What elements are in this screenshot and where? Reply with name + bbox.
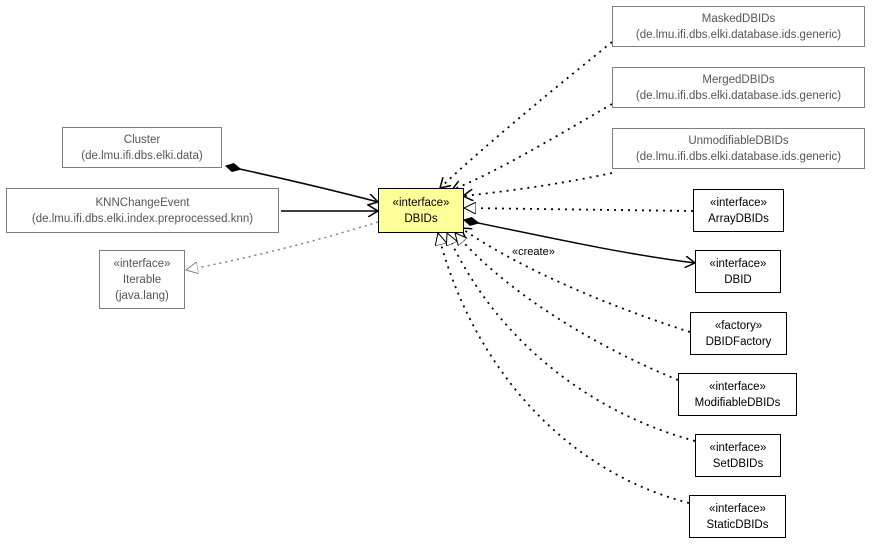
edge-modifiable-dbids [455, 233, 679, 381]
modifiable-dbids-node[interactable]: «interface» ModifiableDBIDs [678, 373, 797, 416]
knn-change-event-name: KNNChangeEvent [95, 196, 190, 209]
dbid-factory-node[interactable]: «factory» DBIDFactory [690, 312, 787, 355]
dbids-node[interactable]: «interface» DBIDs [378, 188, 464, 233]
edge-merged-dbids [452, 103, 613, 190]
cluster-name: Cluster [123, 133, 161, 146]
dbid-name: DBID [724, 273, 752, 286]
dbid-factory-name: DBIDFactory [705, 335, 772, 348]
merged-dbids-name: MergedDBIDs [702, 73, 775, 86]
merged-dbids-package: (de.lmu.ifi.dbs.elki.database.ids.generi… [635, 89, 842, 102]
unmodifiable-dbids-name: UnmodifiableDBIDs [688, 134, 789, 147]
dbid-node[interactable]: «interface» DBID [695, 250, 781, 293]
static-dbids-name: StaticDBIDs [706, 518, 769, 531]
merged-dbids-node[interactable]: MergedDBIDs (de.lmu.ifi.dbs.elki.databas… [612, 67, 865, 108]
array-dbids-stereotype: «interface» [710, 196, 767, 209]
iterable-package: (java.lang) [115, 289, 169, 302]
masked-dbids-package: (de.lmu.ifi.dbs.elki.database.ids.generi… [635, 28, 842, 41]
modifiable-dbids-stereotype: «interface» [709, 380, 766, 393]
knn-change-event-package: (de.lmu.ifi.dbs.elki.index.preprocessed.… [31, 212, 254, 225]
masked-dbids-name: MaskedDBIDs [701, 12, 776, 25]
unmodifiable-dbids-node[interactable]: UnmodifiableDBIDs (de.lmu.ifi.dbs.elki.d… [612, 128, 865, 169]
iterable-stereotype: «interface» [113, 257, 171, 270]
set-dbids-node[interactable]: «interface» SetDBIDs [695, 434, 781, 477]
dbid-factory-stereotype: «factory» [714, 319, 763, 332]
dbids-stereotype: «interface» [392, 196, 450, 209]
edge-dbids-iterable [186, 221, 379, 270]
dbid-stereotype: «interface» [709, 257, 767, 270]
cluster-node[interactable]: Cluster (de.lmu.ifi.dbs.elki.data) [62, 127, 222, 168]
modifiable-dbids-name: ModifiableDBIDs [694, 396, 781, 409]
iterable-name: Iterable [122, 273, 162, 286]
cluster-package: (de.lmu.ifi.dbs.elki.data) [81, 149, 203, 162]
create-edge-label: «create» [512, 246, 555, 258]
edge-unmodifiable-dbids [463, 172, 613, 196]
dbids-name: DBIDs [404, 212, 438, 225]
array-dbids-name: ArrayDBIDs [708, 212, 769, 225]
set-dbids-stereotype: «interface» [709, 441, 767, 454]
edge-masked-dbids [440, 41, 613, 188]
static-dbids-node[interactable]: «interface» StaticDBIDs [689, 495, 786, 538]
iterable-node[interactable]: «interface» Iterable (java.lang) [99, 250, 185, 309]
knn-change-event-node[interactable]: KNNChangeEvent (de.lmu.ifi.dbs.elki.inde… [6, 188, 279, 233]
set-dbids-name: SetDBIDs [712, 457, 764, 470]
unmodifiable-dbids-package: (de.lmu.ifi.dbs.elki.database.ids.generi… [635, 150, 842, 163]
edge-cluster-dbids [226, 166, 378, 202]
masked-dbids-node[interactable]: MaskedDBIDs (de.lmu.ifi.dbs.elki.databas… [612, 6, 865, 47]
array-dbids-node[interactable]: «interface» ArrayDBIDs [693, 189, 784, 232]
edge-set-dbids [447, 233, 696, 442]
static-dbids-stereotype: «interface» [709, 502, 766, 515]
edge-dbid [464, 220, 695, 263]
edge-array-dbids [464, 208, 694, 211]
